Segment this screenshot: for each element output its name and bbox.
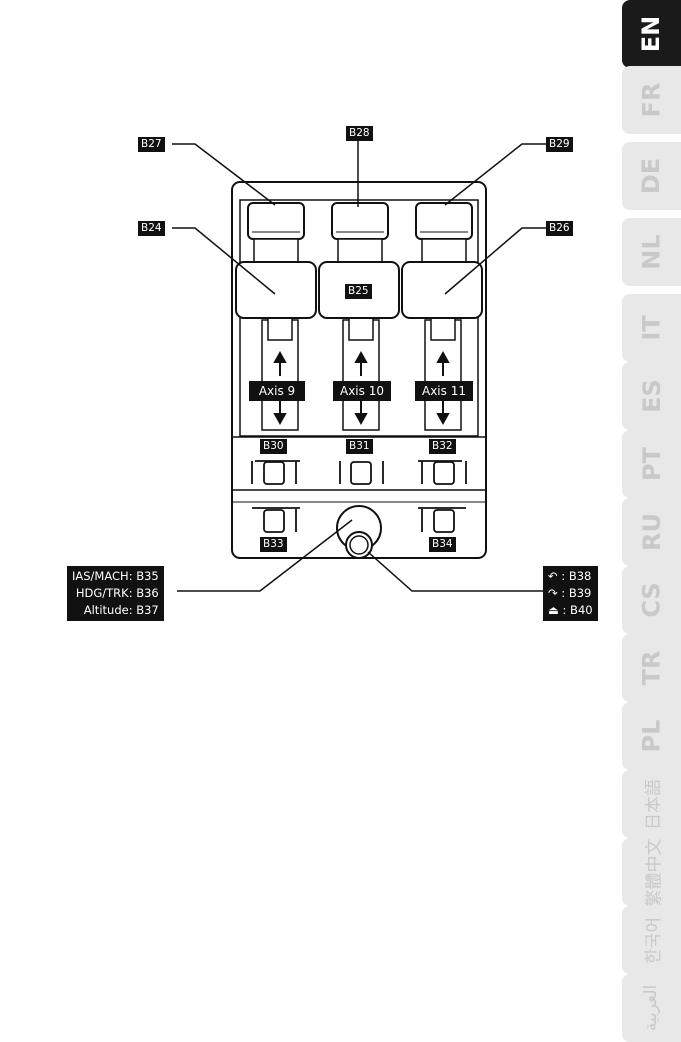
push-button-icon: ⏏ <box>548 603 559 617</box>
label-b33: B33 <box>260 537 287 552</box>
label-axis11: Axis 11 <box>415 381 473 401</box>
label-b27: B27 <box>138 137 165 152</box>
lever-center[interactable] <box>319 203 399 319</box>
label-b32: B32 <box>429 439 456 454</box>
knob-hdg-trk: HDG/TRK: B36 <box>72 585 159 602</box>
knob-right-callout: ↶ : B38 ↷ : B39 ⏏ : B40 <box>543 566 598 621</box>
label-b34: B34 <box>429 537 456 552</box>
label-axis9: Axis 9 <box>249 381 305 401</box>
rotate-ccw-icon: ↶ <box>548 569 558 583</box>
knob-left-callout: IAS/MACH: B35 HDG/TRK: B36 Altitude: B37 <box>67 566 164 621</box>
label-b25: B25 <box>345 284 372 299</box>
label-b28: B28 <box>346 126 373 141</box>
knob-ias-mach: IAS/MACH: B35 <box>72 568 159 585</box>
lever-right[interactable] <box>402 203 482 319</box>
rotary-knob[interactable] <box>337 506 381 560</box>
knob-push-label: : B40 <box>563 603 593 617</box>
rotate-cw-icon: ↷ <box>548 586 558 600</box>
label-b31: B31 <box>346 439 373 454</box>
lever-left[interactable] <box>236 203 316 319</box>
knob-cw-label: : B39 <box>561 586 591 600</box>
label-axis10: Axis 10 <box>333 381 391 401</box>
label-b26: B26 <box>546 221 573 236</box>
knob-ccw-label: : B38 <box>561 569 591 583</box>
label-b24: B24 <box>138 221 165 236</box>
knob-altitude: Altitude: B37 <box>72 602 159 619</box>
label-b29: B29 <box>546 137 573 152</box>
label-b30: B30 <box>260 439 287 454</box>
